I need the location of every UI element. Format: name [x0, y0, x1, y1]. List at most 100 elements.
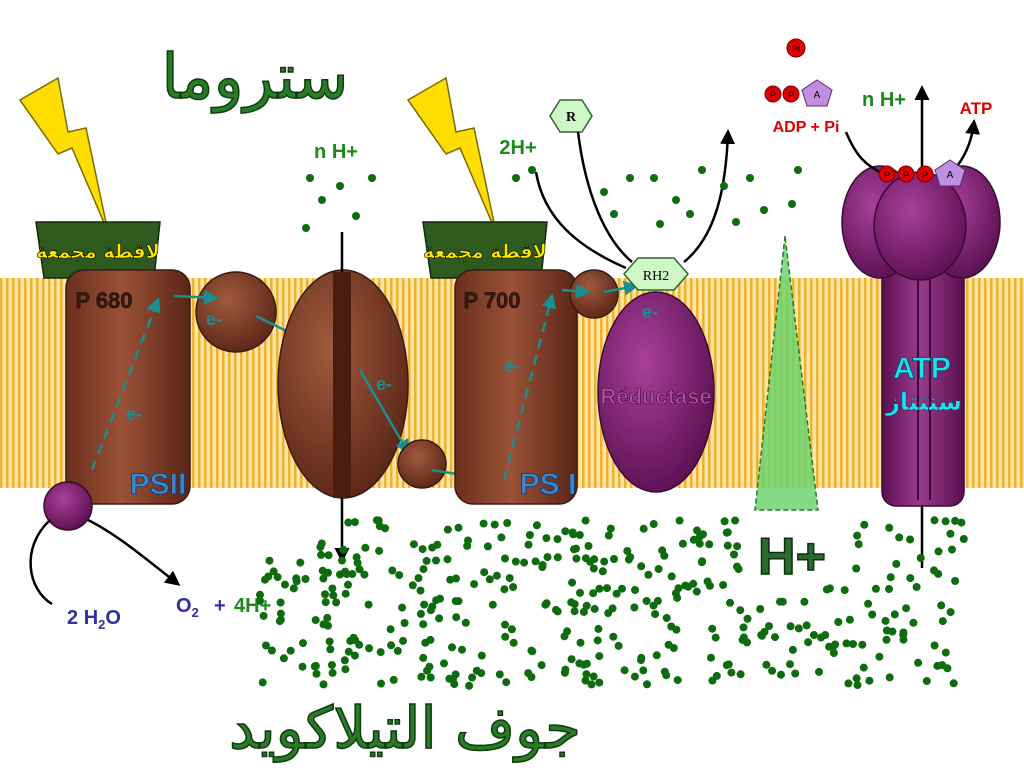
proton-dot [524, 540, 533, 549]
proton-dot [852, 674, 861, 683]
proton-dot [435, 614, 444, 623]
proton-dot [730, 550, 738, 559]
proton-dot [426, 673, 435, 682]
proton-dot [553, 553, 562, 562]
proton-dot [553, 535, 562, 544]
proton-dot [503, 519, 512, 527]
reductase-electron-label: e- [642, 302, 658, 322]
proton-dot [332, 598, 341, 607]
lightning-psi-icon [406, 76, 497, 233]
proton-dot [393, 646, 402, 655]
proton-dot [286, 646, 295, 655]
proton-dot [561, 527, 570, 536]
proton-dot [414, 574, 423, 583]
oxygen-label: O2 [176, 595, 199, 620]
proton-dot [353, 558, 362, 567]
proton-dot [951, 516, 960, 525]
proton-dot [697, 558, 706, 567]
proton-dot [595, 678, 604, 687]
proton-dot [778, 597, 787, 606]
proton-dot [321, 590, 329, 599]
atp-release-arrow [953, 119, 981, 171]
proton-dot [743, 614, 752, 623]
proton-dot [420, 600, 429, 609]
proton-dot [746, 174, 754, 182]
adp-pi-label: ADP + Pi [773, 119, 840, 136]
cyt-to-pc-arrow [358, 369, 410, 455]
proton-dot [649, 520, 658, 528]
proton-dot [892, 559, 901, 568]
proton-dot [802, 621, 811, 630]
proton-dot [572, 554, 581, 563]
proton-dot [902, 604, 911, 613]
proton-dot [941, 648, 950, 657]
proton-dot [938, 617, 947, 626]
proton-dot [937, 601, 946, 610]
proton-dot [771, 633, 779, 642]
proton-dot [417, 672, 426, 681]
proton-dot [538, 561, 547, 569]
proton-dot [881, 616, 890, 625]
proton-dot [738, 635, 747, 644]
rh2-label: RH2 [643, 269, 669, 284]
proton-dot [951, 577, 960, 585]
proton-dot [794, 624, 803, 633]
proton-dot [423, 666, 431, 675]
proton-dot [842, 639, 851, 648]
proton-dot [341, 589, 350, 598]
proton-dot [726, 598, 734, 607]
proton-dot [589, 564, 598, 573]
proton-dot [788, 645, 797, 654]
proton-dot [582, 601, 591, 610]
proton-dot [637, 562, 646, 571]
svg-text:P: P [903, 170, 909, 180]
water-label: 2 H2O [67, 607, 121, 632]
proton-dot [849, 640, 857, 648]
proton-dot [930, 566, 938, 575]
antenna-psi-label: لاقطة مجمعة [423, 241, 547, 263]
proton-dot [598, 567, 607, 576]
proton-dot [959, 535, 968, 543]
proton-dot [858, 640, 867, 649]
proton-dot [584, 542, 593, 550]
proton-dot [552, 605, 560, 614]
pi-molecule: Pi [786, 38, 806, 58]
proton-dot [368, 174, 376, 182]
proton-dot [658, 546, 667, 555]
proton-dot [463, 541, 472, 550]
proton-dot [643, 680, 651, 689]
proton-dot [644, 570, 653, 579]
proton-dot [386, 625, 395, 634]
proton-dot [452, 574, 460, 583]
proton-dot [930, 641, 939, 650]
lumen-protons [256, 516, 968, 690]
svg-text:A: A [814, 90, 821, 101]
proton-dot [317, 539, 326, 548]
atp-synthase-label-ar: سنتتاز [885, 388, 962, 416]
lumen-title: جوف التيلاكويد [229, 694, 581, 763]
proton-dot [916, 554, 925, 562]
proton-dot [595, 584, 604, 593]
proton-dot [875, 652, 884, 661]
proton-dot [608, 604, 617, 613]
proton-dot [786, 660, 794, 669]
proton-dot [501, 632, 510, 641]
proton-dot [276, 598, 285, 607]
proton-dot [312, 669, 321, 678]
proton-dot [298, 662, 307, 671]
proton-dot [662, 614, 671, 622]
proton-dot [639, 666, 648, 675]
proton-dot [678, 539, 687, 548]
psii-label: PSII [130, 468, 187, 501]
proton-dot [909, 618, 918, 627]
proton-dot [341, 665, 350, 674]
proton-dot [576, 588, 584, 597]
proton-dot [328, 668, 337, 677]
proton-dot [630, 603, 639, 612]
proton-dot [606, 524, 615, 533]
svg-text:P: P [884, 170, 890, 180]
proton-dot [609, 632, 618, 641]
proton-dot [296, 558, 305, 567]
oxygen-out-arrow [87, 518, 181, 586]
